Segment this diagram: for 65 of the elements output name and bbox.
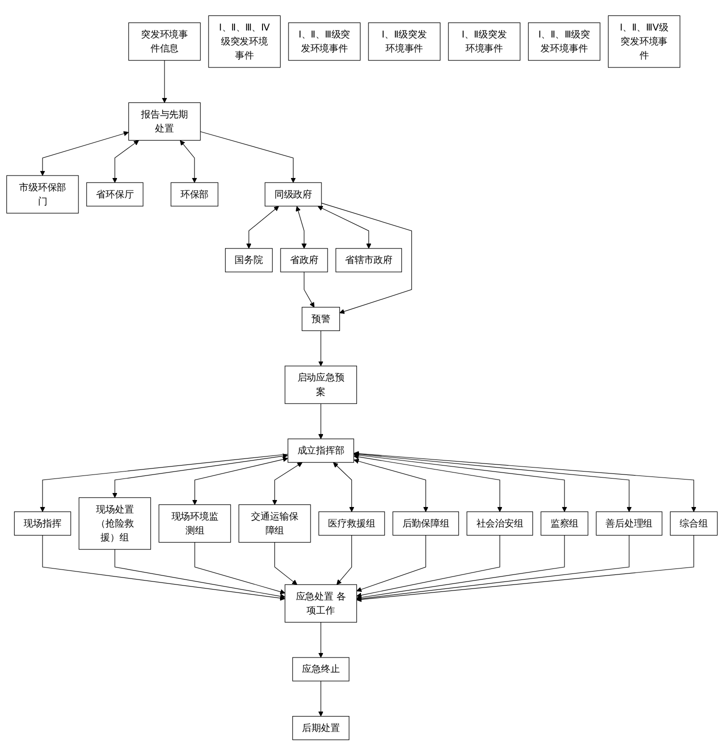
arrow — [356, 534, 426, 592]
arrow — [356, 534, 565, 600]
node-box: 省环保厅 — [86, 182, 144, 206]
arrow — [112, 140, 139, 183]
node-box: 省政府 — [280, 248, 328, 272]
arrow — [356, 534, 500, 598]
node-box: 预警 — [302, 306, 340, 331]
node-box: 市级环保部门 — [6, 175, 79, 214]
node-box: 后勤保障组 — [392, 511, 459, 536]
arrow — [318, 330, 324, 366]
arrow — [40, 130, 129, 176]
arrow — [333, 462, 354, 512]
node-box: 同级政府 — [264, 182, 322, 206]
arrow — [296, 206, 307, 248]
node-box: Ⅰ、Ⅱ、Ⅲ级突发环境事件 — [288, 22, 361, 60]
arrow — [274, 542, 298, 585]
arrow — [318, 403, 324, 439]
arrow — [356, 534, 630, 601]
node-box: 应急处置 各项工作 — [284, 584, 357, 622]
arrow — [42, 534, 286, 600]
arrow — [246, 206, 279, 248]
arrow — [114, 548, 286, 599]
arrow — [354, 452, 568, 512]
node-box: 报告与先期处置 — [128, 102, 201, 140]
node-box: 省辖市政府 — [336, 248, 402, 272]
arrow — [354, 454, 502, 512]
node-box: 国务院 — [225, 248, 273, 272]
arrow — [354, 451, 632, 512]
node-box: 启动应急预案 — [284, 365, 357, 404]
arrow — [321, 202, 412, 314]
arrow — [194, 542, 286, 594]
arrow — [180, 140, 198, 183]
arrow — [318, 206, 372, 248]
node-box: 综合组 — [670, 511, 718, 536]
node-box: Ⅰ、Ⅱ级突发环境事件 — [448, 22, 520, 60]
arrow — [318, 680, 324, 716]
node-box: 成立指挥部 — [288, 438, 354, 462]
node-box: 社会治安组 — [466, 511, 534, 536]
arrow — [304, 271, 314, 308]
node-box: 监察组 — [540, 511, 588, 536]
arrow — [356, 534, 694, 602]
node-box: 后期处置 — [292, 716, 350, 740]
arrow — [354, 450, 696, 512]
node-box: 现场环境监测组 — [158, 504, 231, 542]
arrow — [318, 622, 324, 658]
node-box: 现场处置（抢险救援）组 — [78, 497, 151, 550]
arrow — [112, 453, 288, 498]
node-box: 医疗救援组 — [318, 511, 385, 536]
node-box: Ⅰ、Ⅱ级突发环境事件 — [368, 22, 440, 60]
node-box: Ⅰ、Ⅱ、ⅢⅤ级突发环境事件 — [608, 15, 680, 68]
node-box: 交通运输保障组 — [238, 504, 311, 542]
node-box: 善后处理组 — [596, 511, 662, 536]
arrow — [200, 131, 296, 183]
arrow — [272, 462, 302, 505]
node-box: 突发环境事件信息 — [128, 22, 201, 60]
arrow — [354, 458, 428, 512]
node-box: 应急终止 — [292, 656, 350, 682]
node-box: 环保部 — [170, 182, 218, 206]
arrow — [336, 534, 352, 585]
node-box: Ⅰ、Ⅱ、Ⅲ、Ⅳ级突发环境事件 — [208, 15, 281, 68]
arrow — [162, 60, 168, 103]
arrow — [40, 454, 288, 512]
node-box: Ⅰ、Ⅱ、Ⅲ级突发环境事件 — [528, 22, 600, 60]
arrow — [192, 456, 288, 505]
node-box: 现场指挥 — [14, 511, 72, 536]
